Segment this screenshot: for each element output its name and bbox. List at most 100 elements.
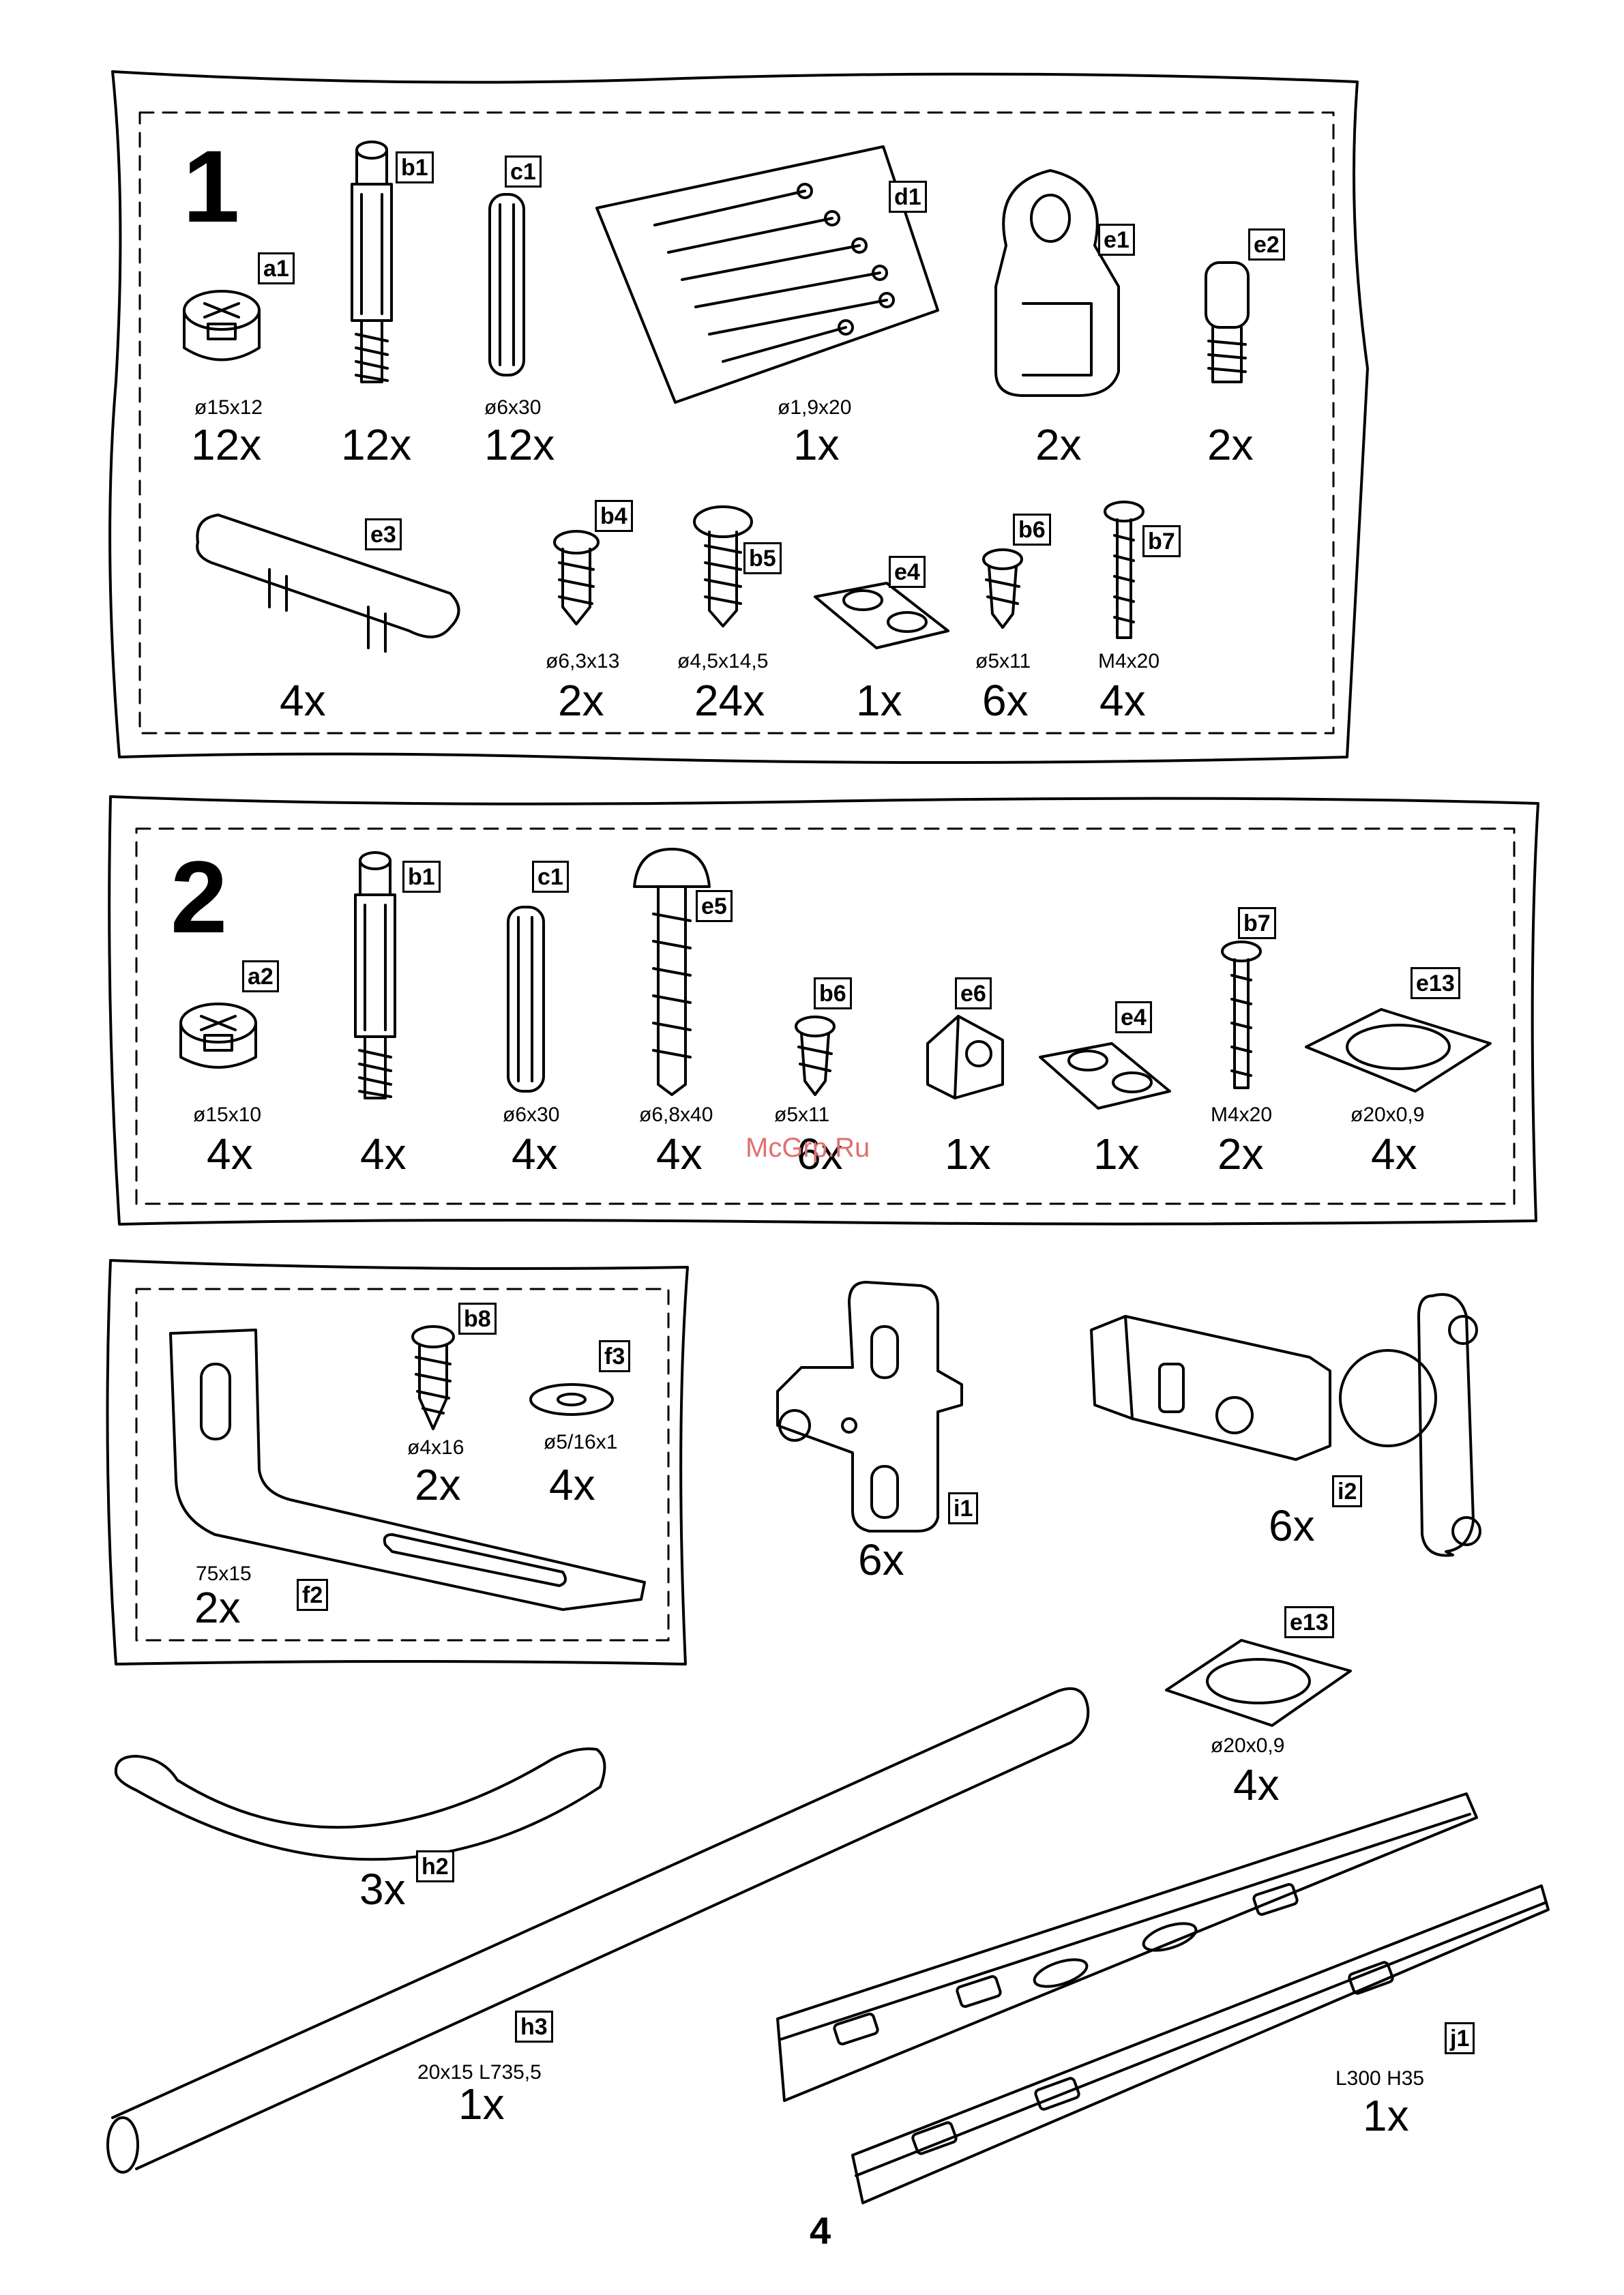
- part-size-a2: ø15x10: [193, 1104, 262, 1126]
- wooden-dowel-c1-bag2-drawing: [507, 906, 545, 1093]
- bag-1-number: 1: [183, 129, 240, 243]
- part-qty-f2: 2x: [194, 1583, 241, 1632]
- part-label-b5: b5: [743, 542, 782, 574]
- part-qty-a1: 12x: [191, 420, 262, 469]
- part-qty-b7-bag2: 2x: [1217, 1129, 1264, 1179]
- part-qty-b7: 4x: [1099, 676, 1146, 725]
- part-qty-e6: 1x: [945, 1129, 991, 1179]
- handle-e3-drawing: [196, 514, 460, 653]
- part-label-a1: a1: [258, 252, 295, 284]
- part-qty-e4-bag2: 1x: [1093, 1129, 1140, 1179]
- adhesive-pad-e13-drawing: [1305, 1008, 1492, 1093]
- part-size-e13-loose: ø20x0,9: [1211, 1734, 1285, 1757]
- bag-2-outline: [108, 795, 1539, 1226]
- part-qty-b6-bag2: 6x: [797, 1129, 843, 1179]
- bag-1-outline: [108, 70, 1369, 765]
- part-size-e5: ø6,8x40: [639, 1104, 713, 1126]
- screw-b6-drawing: [982, 548, 1023, 629]
- shelf-plug-e2-drawing: [1205, 261, 1250, 383]
- part-qty-d1: 1x: [793, 420, 840, 469]
- part-qty-i1: 6x: [858, 1535, 904, 1584]
- part-label-b7-bag2: b7: [1238, 907, 1276, 939]
- part-label-h2: h2: [416, 1850, 454, 1882]
- part-label-e4-bag2: e4: [1115, 1001, 1152, 1033]
- part-label-j1: j1: [1445, 2022, 1475, 2054]
- rail-holder-e1-drawing: [994, 169, 1120, 397]
- part-size-b6: ø5x11: [975, 650, 1031, 672]
- part-label-b1-bag2: b1: [402, 861, 441, 893]
- part-qty-a2: 4x: [207, 1129, 253, 1179]
- part-qty-e1: 2x: [1035, 420, 1082, 469]
- part-size-d1: ø1,9x20: [778, 396, 852, 419]
- machine-bolt-b7-bag2-drawing: [1221, 941, 1262, 1089]
- part-qty-c1: 12x: [484, 420, 555, 469]
- part-label-e4: e4: [889, 556, 926, 588]
- screw-b4-drawing: [553, 530, 600, 625]
- wooden-dowel-c1-drawing: [488, 193, 525, 376]
- part-qty-c1-bag2: 4x: [512, 1129, 558, 1179]
- part-qty-b1-bag2: 4x: [360, 1129, 407, 1179]
- part-qty-h2: 3x: [359, 1865, 406, 1914]
- part-qty-e5: 4x: [656, 1129, 703, 1179]
- hinge-i2-drawing: [1090, 1293, 1481, 1557]
- part-size-b8: ø4x16: [407, 1436, 464, 1459]
- watermark: McGrp.Ru: [745, 1133, 870, 1163]
- part-qty-e2: 2x: [1207, 420, 1254, 469]
- part-size-c1-bag2: ø6x30: [503, 1104, 560, 1126]
- adhesive-pad-e13-loose-drawing: [1165, 1639, 1352, 1727]
- part-label-b6-bag2: b6: [814, 977, 852, 1009]
- part-label-b6: b6: [1013, 514, 1051, 546]
- part-label-f2: f2: [297, 1579, 329, 1611]
- part-qty-h3: 1x: [458, 2079, 505, 2129]
- part-qty-j1: 1x: [1363, 2091, 1409, 2140]
- part-label-a2: a2: [242, 960, 279, 992]
- part-label-e13: e13: [1411, 967, 1460, 999]
- part-qty-e13-loose: 4x: [1233, 1760, 1280, 1809]
- page-number: 4: [810, 2209, 831, 2252]
- part-size-b4: ø6,3x13: [546, 650, 620, 672]
- part-label-c1: c1: [505, 156, 542, 188]
- part-qty-b8: 2x: [415, 1460, 461, 1509]
- felt-pads-e4-bag2-drawing: [1039, 1042, 1171, 1110]
- screw-b5-drawing: [693, 505, 753, 627]
- part-size-f3: ø5/16x1: [544, 1431, 618, 1453]
- wall-plug-e5-drawing: [633, 848, 711, 1096]
- corner-bracket-e6-drawing: [926, 1015, 1004, 1099]
- part-qty-b1: 12x: [341, 420, 412, 469]
- part-label-i1: i1: [948, 1492, 979, 1524]
- part-label-e5: e5: [696, 890, 733, 922]
- part-size-f2: 75x15: [196, 1563, 252, 1585]
- part-size-h3: 20x15 L735,5: [417, 2061, 542, 2084]
- part-size-b7: M4x20: [1098, 650, 1160, 672]
- part-qty-e13: 4x: [1371, 1129, 1417, 1179]
- part-qty-b6: 6x: [982, 676, 1029, 725]
- part-label-e6: e6: [955, 977, 992, 1009]
- part-label-d1: d1: [889, 181, 927, 213]
- connector-bolt-b1-drawing: [351, 140, 393, 383]
- angle-bracket-f2-drawing: [169, 1329, 646, 1611]
- part-label-b1: b1: [396, 151, 434, 183]
- part-size-e13: ø20x0,9: [1350, 1104, 1425, 1126]
- part-size-a1: ø15x12: [194, 396, 263, 419]
- arc-handle-h2-drawing: [114, 1747, 606, 1861]
- bag-2-number: 2: [171, 840, 228, 954]
- screw-b6-bag2-drawing: [795, 1016, 836, 1096]
- part-label-i2: i2: [1332, 1475, 1363, 1507]
- wood-screw-b8-drawing: [411, 1325, 455, 1430]
- cam-lock-a2-drawing: [179, 1003, 257, 1069]
- cam-lock-a1-drawing: [183, 290, 261, 361]
- part-label-c1-bag2: c1: [532, 861, 569, 893]
- part-label-b4: b4: [595, 500, 633, 532]
- part-size-b7-bag2: M4x20: [1211, 1104, 1273, 1126]
- mounting-plate-i1-drawing: [776, 1281, 963, 1533]
- part-label-f3: f3: [599, 1340, 631, 1372]
- nail-bag-d1-drawing: [595, 145, 939, 404]
- part-qty-e3: 4x: [280, 676, 326, 725]
- part-label-b8: b8: [458, 1303, 497, 1335]
- part-size-c1: ø6x30: [484, 396, 542, 419]
- part-label-h3: h3: [515, 2011, 553, 2043]
- part-size-j1: L300 H35: [1335, 2067, 1425, 2090]
- clothes-rail-h3-drawing: [106, 1687, 1090, 2174]
- part-size-b6-bag2: ø5x11: [774, 1104, 830, 1126]
